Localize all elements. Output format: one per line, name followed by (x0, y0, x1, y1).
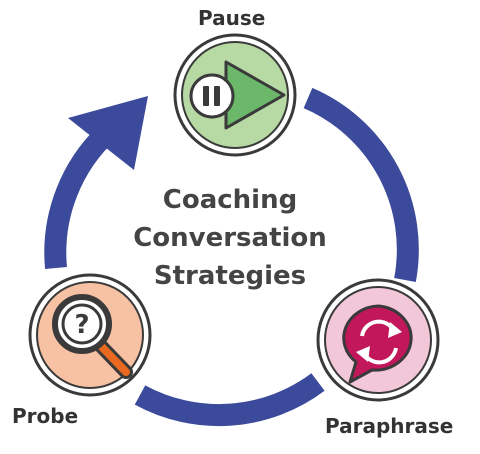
title-line-2: Conversation (133, 223, 327, 253)
probe-label: Probe (12, 404, 79, 428)
probe-node: ? (28, 273, 152, 397)
paraphrase-label: Paraphrase (325, 414, 454, 438)
svg-text:?: ? (74, 310, 89, 340)
pause-play-icon (189, 60, 286, 130)
pause-label: Pause (198, 6, 266, 30)
paraphrase-node (316, 278, 440, 402)
magnifier-question-icon: ? (52, 294, 133, 379)
cycle-arrowhead (68, 96, 148, 170)
arc-pause-to-paraphrase (303, 87, 419, 283)
speech-bubble-refresh-icon (342, 304, 413, 384)
title-line-3: Strategies (153, 261, 307, 291)
arc-paraphrase-to-probe (134, 373, 325, 427)
cycle-arrows (44, 87, 419, 427)
arc-probe-to-pause (44, 121, 118, 270)
title-line-1: Coaching (162, 185, 298, 215)
pause-node (173, 33, 297, 157)
